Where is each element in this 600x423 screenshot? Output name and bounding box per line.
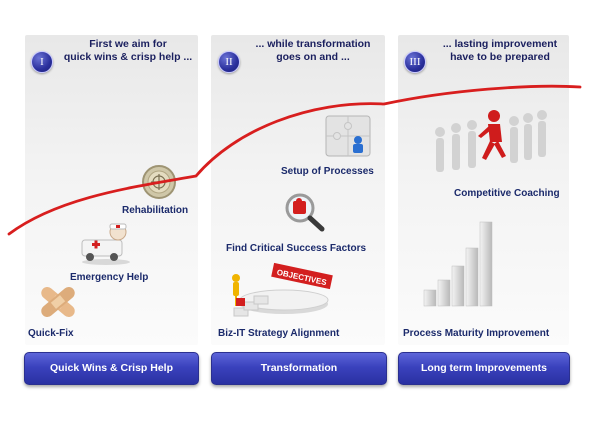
item-competitive-coaching: Competitive Coaching xyxy=(454,188,560,199)
item-setup-of-processes: Setup of Processes xyxy=(281,166,374,177)
phase-1-badge: I xyxy=(31,51,53,73)
magnifier-icon xyxy=(285,193,325,232)
item-quick-fix: Quick-Fix xyxy=(28,328,74,339)
item-rehabilitation: Rehabilitation xyxy=(122,205,189,216)
phase-2-badge: II xyxy=(218,51,240,73)
phase-2-heading-line-2: goes on and ... xyxy=(276,51,350,63)
bandage-icon xyxy=(41,287,75,317)
phase-1-heading-line-2: quick wins & crisp help ... xyxy=(63,51,193,63)
bar-chart-icon xyxy=(423,221,493,307)
phase-3-heading-line-2: have to be prepared xyxy=(450,51,550,63)
walking-people-icon xyxy=(435,110,547,172)
phase-3-heading-line-1: ... lasting improvement xyxy=(442,38,558,50)
phase-3-heading: ... lasting improvement have to be prepa… xyxy=(430,38,570,64)
phase-1-heading-line-1: First we aim for xyxy=(89,38,167,50)
puzzle-icon xyxy=(325,115,371,157)
item-biz-it-strategy-alignment: Biz-IT Strategy Alignment xyxy=(218,328,340,339)
transformation-button[interactable]: Transformation xyxy=(211,352,387,385)
long-term-improvements-button[interactable]: Long term Improvements xyxy=(398,352,570,385)
item-process-maturity-improvement: Process Maturity Improvement xyxy=(403,328,550,339)
quick-wins-button[interactable]: Quick Wins & Crisp Help xyxy=(24,352,199,385)
ambulance-icon xyxy=(81,223,130,265)
item-emergency-help: Emergency Help xyxy=(70,272,149,283)
phase-1-heading: First we aim for quick wins & crisp help… xyxy=(58,38,198,64)
item-find-critical-success-factors: Find Critical Success Factors xyxy=(226,243,367,254)
stairs-goal-icon: OBJECTIVES xyxy=(232,262,333,317)
phase-3-badge: III xyxy=(404,51,426,73)
phase-2-heading-line-1: ... while transformation xyxy=(255,38,371,50)
phase-2-heading: ... while transformation goes on and ... xyxy=(243,38,383,64)
